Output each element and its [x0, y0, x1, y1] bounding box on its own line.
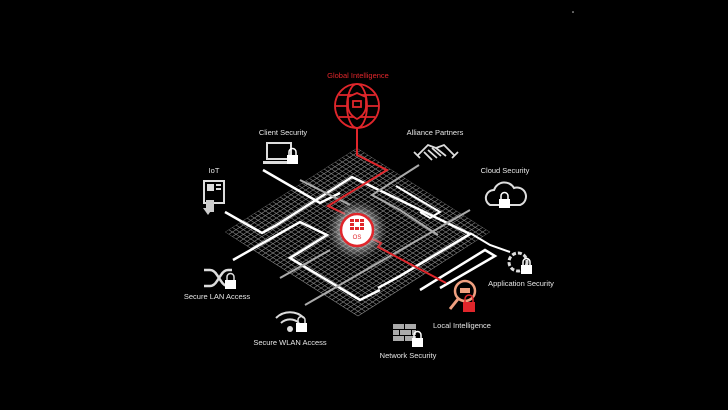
- label-alliance-partners: Alliance Partners: [406, 128, 464, 137]
- atm-device-icon: [203, 180, 225, 215]
- red-path-global: [325, 128, 390, 215]
- handshake-icon: [413, 143, 459, 161]
- dot: [572, 11, 574, 13]
- white-path-3: [262, 168, 341, 205]
- wifi-lock-icon: [275, 311, 307, 332]
- connection-lines: [224, 128, 511, 306]
- magnifier-lock-icon: [448, 279, 477, 312]
- grid-line: [232, 227, 366, 312]
- os-label: OS: [353, 235, 362, 241]
- gear-lock-icon: [507, 251, 532, 274]
- shuffle-lock-icon: [204, 268, 236, 289]
- grid-line: [357, 231, 490, 317]
- label-client-security: Client Security: [258, 128, 308, 137]
- label-local-intelligence: Local Intelligence: [433, 321, 491, 330]
- grid-line: [343, 222, 476, 307]
- label-secure-wlan-access: Secure WLAN Access: [253, 338, 327, 347]
- grid-line: [235, 224, 370, 310]
- label-network-security: Network Security: [379, 351, 437, 360]
- grid-line: [225, 231, 359, 317]
- gray-path-3: [304, 209, 471, 306]
- label-application-security: Application Security: [488, 279, 554, 288]
- grid-line: [350, 227, 483, 312]
- gray-path-4: [299, 179, 351, 206]
- white-path-2: [232, 220, 381, 302]
- grid-line: [354, 229, 487, 314]
- label-cloud-security: Cloud Security: [480, 166, 530, 175]
- white-path-4: [395, 185, 442, 220]
- label-secure-lan-access: Secure LAN Access: [183, 292, 251, 301]
- label-iot: IoT: [208, 166, 220, 175]
- grid-line: [228, 229, 362, 314]
- gray-path-2: [279, 249, 331, 279]
- cloud-lock-icon: [484, 181, 527, 208]
- globe-shield-icon: [334, 83, 380, 129]
- fortinet-logo-icon: [350, 219, 364, 230]
- white-path-1: [224, 175, 473, 290]
- white-path-6: [469, 232, 511, 253]
- label-global-intelligence: Global Intelligence: [327, 71, 389, 80]
- firewall-lock-icon: [393, 324, 423, 347]
- gray-path-1: [370, 164, 439, 236]
- white-path-5: [419, 248, 498, 292]
- grid-line: [239, 222, 373, 307]
- laptop-lock-icon: [263, 142, 298, 164]
- os-hub[interactable]: OS: [327, 200, 387, 260]
